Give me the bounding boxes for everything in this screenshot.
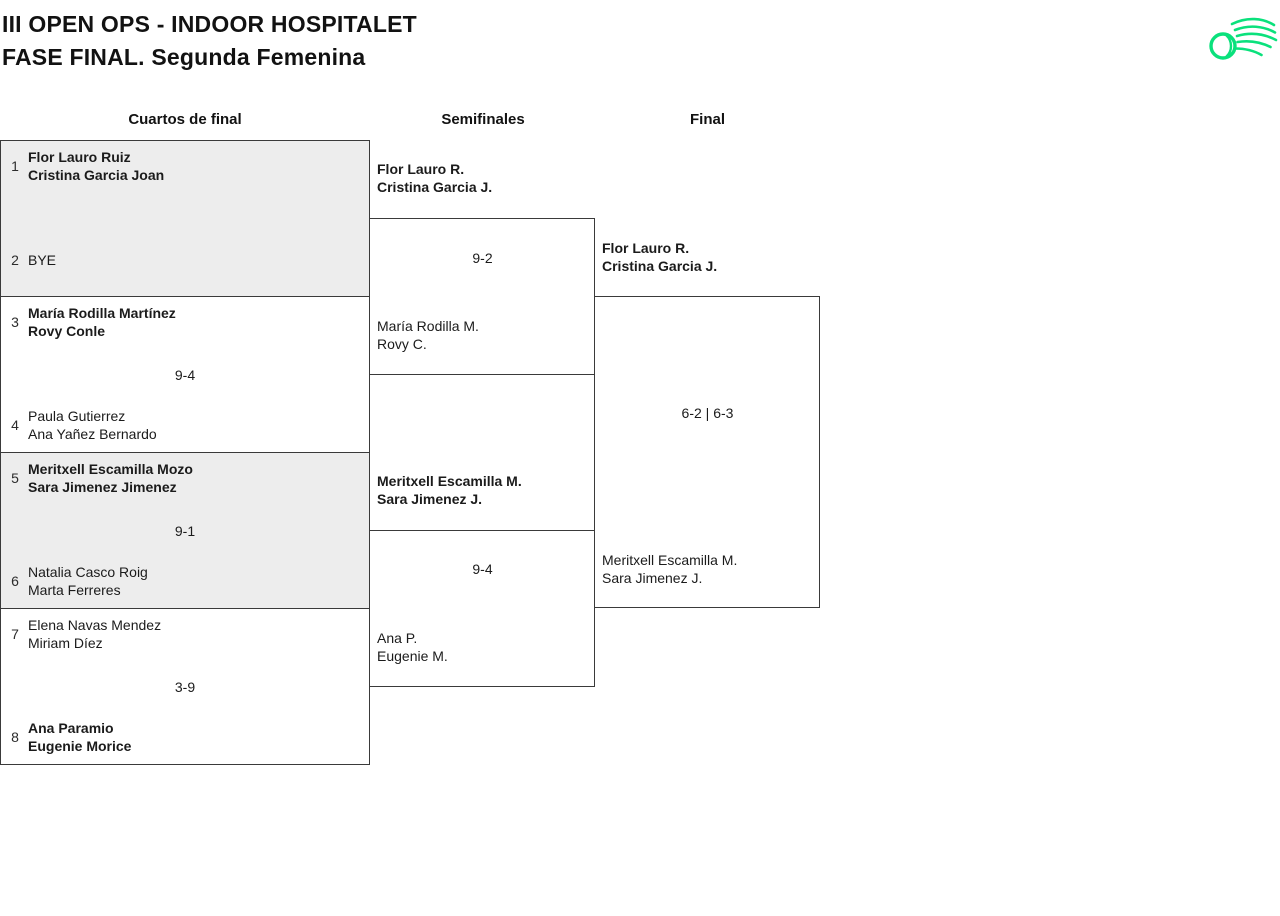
ball-seam-icon	[1225, 34, 1233, 58]
semifinal-2-score: 9-4	[472, 561, 493, 577]
team-names: Ana Paramio Eugenie Morice	[28, 719, 131, 755]
seed-number: 1	[11, 158, 19, 174]
player-name: Meritxell Escamilla M.	[602, 552, 738, 568]
player-name: Rovy Conle	[28, 323, 106, 339]
seed-number: 3	[11, 314, 19, 330]
semifinal-2-top-team: Meritxell Escamilla M. Sara Jimenez J.	[377, 472, 522, 508]
quarterfinal-match-1: 1 Flor Lauro Ruiz Cristina Garcia Joan 2…	[0, 140, 370, 297]
player-name: Sara Jimenez Jimenez	[28, 479, 177, 495]
seed-number: 4	[11, 417, 19, 433]
final-score: 6-2 | 6-3	[681, 405, 734, 421]
match-score: 9-1	[174, 522, 196, 539]
player-name: BYE	[28, 252, 57, 268]
semifinal-2-bottom-team: Ana P. Eugenie M.	[377, 629, 448, 665]
player-name: Cristina Garcia Joan	[28, 167, 165, 183]
player-name: Sara Jimenez J.	[602, 570, 703, 586]
round-label-semifinals: Semifinales	[441, 111, 525, 128]
team-names: Natalia Casco Roig Marta Ferreres	[28, 563, 148, 599]
player-name: Elena Navas Mendez	[28, 617, 162, 633]
team-names: María Rodilla Martínez Rovy Conle	[28, 304, 176, 340]
team-slot: 4 Paula Gutierrez Ana Yañez Bernardo	[2, 407, 368, 443]
tennis-ball-swoosh-logo	[1202, 14, 1278, 70]
team-slot: 2 BYE	[2, 251, 368, 269]
player-name: Sara Jimenez J.	[377, 491, 483, 507]
player-name: Eugenie Morice	[28, 738, 132, 754]
player-name: Flor Lauro R.	[602, 240, 690, 256]
swoosh-line-icon	[1234, 47, 1263, 57]
player-name: María Rodilla M.	[377, 318, 479, 334]
quarterfinal-match-3: 9-1 5 Meritxell Escamilla Mozo Sara Jime…	[0, 452, 370, 609]
semifinal-1-score: 9-2	[472, 250, 493, 266]
seed-number: 2	[11, 252, 19, 268]
player-name: María Rodilla Martínez	[28, 305, 176, 321]
semifinal-1-bottom-team: María Rodilla M. Rovy C.	[377, 317, 479, 353]
team-slot: 5 Meritxell Escamilla Mozo Sara Jimenez …	[2, 460, 368, 496]
player-name: Miriam Díez	[28, 635, 103, 651]
team-names: BYE	[28, 251, 56, 269]
match-score: 3-9	[174, 678, 196, 695]
player-name: Flor Lauro R.	[377, 161, 465, 177]
seed-number: 8	[11, 729, 19, 745]
player-name: Natalia Casco Roig	[28, 564, 148, 580]
player-name: Rovy C.	[377, 336, 427, 352]
final-top-team: Flor Lauro R. Cristina Garcia J.	[602, 239, 717, 275]
player-name: Paula Gutierrez	[28, 408, 126, 424]
tournament-name: III OPEN OPS - INDOOR HOSPITALET	[2, 11, 417, 37]
final-connector-box	[594, 296, 820, 608]
team-names: Paula Gutierrez Ana Yañez Bernardo	[28, 407, 157, 443]
player-name: Cristina Garcia J.	[377, 179, 493, 195]
player-name: Meritxell Escamilla M.	[377, 473, 522, 489]
match-score: 9-4	[174, 366, 196, 383]
swoosh-line-icon	[1230, 17, 1276, 27]
player-name: Marta Ferreres	[28, 582, 121, 598]
team-names: Flor Lauro Ruiz Cristina Garcia Joan	[28, 148, 164, 184]
semifinal-2-connector-box	[369, 530, 595, 687]
swoosh-line-icon	[1236, 40, 1272, 49]
round-label-final: Final	[689, 111, 725, 128]
team-slot: 1 Flor Lauro Ruiz Cristina Garcia Joan	[2, 148, 368, 184]
seed-number: 7	[11, 626, 19, 642]
team-names: Meritxell Escamilla Mozo Sara Jimenez Ji…	[28, 460, 193, 496]
seed-number: 5	[11, 470, 19, 486]
player-name: Cristina Garcia J.	[602, 258, 718, 274]
swoosh-line-icon	[1233, 25, 1277, 34]
semifinal-1-top-team: Flor Lauro R. Cristina Garcia J.	[377, 160, 492, 196]
team-names: Elena Navas Mendez Miriam Díez	[28, 616, 161, 652]
team-slot: 7 Elena Navas Mendez Miriam Díez	[2, 616, 368, 652]
final-bottom-team: Meritxell Escamilla M. Sara Jimenez J.	[602, 551, 737, 587]
quarterfinal-match-4: 3-9 7 Elena Navas Mendez Miriam Díez 8 A…	[0, 608, 370, 765]
seed-number: 6	[11, 573, 19, 589]
player-name: Ana P.	[377, 630, 418, 646]
team-slot: 6 Natalia Casco Roig Marta Ferreres	[2, 563, 368, 599]
ball-icon	[1209, 32, 1237, 60]
player-name: Ana Yañez Bernardo	[28, 426, 157, 442]
player-name: Flor Lauro Ruiz	[28, 149, 131, 165]
team-slot: 3 María Rodilla Martínez Rovy Conle	[2, 304, 368, 340]
team-slot: 8 Ana Paramio Eugenie Morice	[2, 719, 368, 755]
player-name: Meritxell Escamilla Mozo	[28, 461, 193, 477]
player-name: Eugenie M.	[377, 648, 448, 664]
quarterfinal-match-2: 9-4 3 María Rodilla Martínez Rovy Conle …	[0, 296, 370, 453]
phase-category-name: FASE FINAL. Segunda Femenina	[2, 44, 366, 70]
page-title: III OPEN OPS - INDOOR HOSPITALET FASE FI…	[2, 8, 417, 74]
player-name: Ana Paramio	[28, 720, 114, 736]
swoosh-line-icon	[1235, 32, 1278, 42]
round-label-quarterfinals: Cuartos de final	[128, 111, 242, 128]
